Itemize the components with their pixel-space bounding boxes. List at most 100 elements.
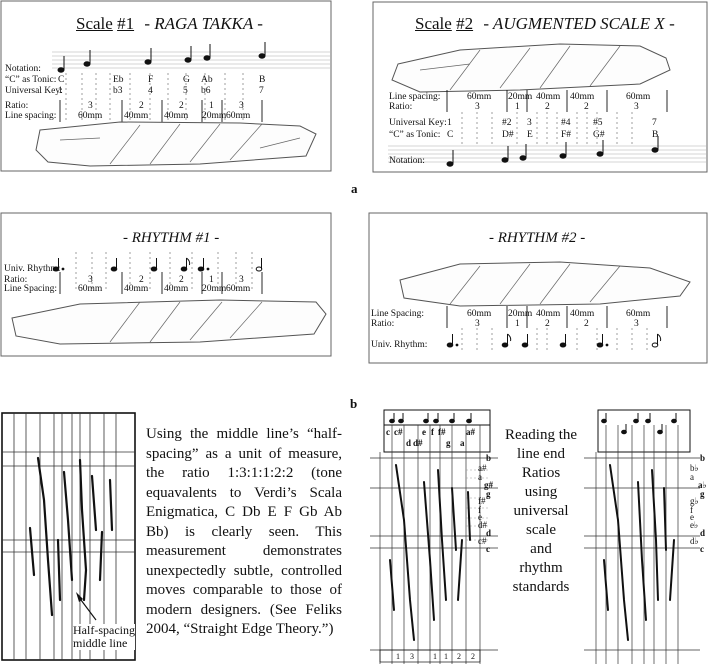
side-note: d#: [478, 520, 487, 530]
s2-c-tonic: E: [527, 130, 533, 140]
r2-line-spacing: 40mm: [570, 309, 595, 319]
rhythm-top-notes: [389, 413, 472, 424]
scale1-title: Scale #1 - RAGA TAKKA -: [76, 14, 263, 34]
rhythm1-title: - RHYTHM #1 -: [123, 230, 220, 246]
side-note: g: [700, 489, 705, 499]
top-note: g: [446, 438, 451, 448]
r2-ratio: 2: [584, 319, 589, 329]
rhythm-notes: [446, 333, 662, 348]
s2-line-spacing-label: Line spacing:: [389, 92, 441, 102]
half-spacing-label: Half-spacing middle line: [73, 624, 135, 650]
r2-line-spacing: 20mm: [508, 309, 533, 319]
s2-ratio: 2: [545, 102, 550, 112]
r2-line-spacing: 60mm: [467, 309, 492, 319]
s1-c-tonic: Eb: [113, 75, 124, 85]
side-note: e: [690, 512, 694, 522]
s1-c-tonic: F: [148, 75, 154, 85]
r2-univ-rhythm-label: Univ. Rhythm:: [371, 340, 428, 350]
top-note: f#: [438, 427, 446, 437]
r1-ratio: 3: [88, 275, 93, 285]
side-note: a♭: [698, 480, 707, 490]
paragraph-right-line: line end: [517, 446, 565, 462]
s1-ratio: 3: [239, 101, 244, 111]
scale1-number: #1: [117, 14, 135, 33]
side-note: c: [486, 544, 490, 554]
s1-ratio: 1: [209, 101, 214, 111]
guide-lines: [461, 112, 633, 145]
r1-line-spacing: 40mm: [164, 284, 189, 294]
figure-label-a: a: [351, 181, 358, 196]
rhythm2-title: - RHYTHM #2 -: [489, 230, 586, 246]
bottom-number: 3: [410, 652, 414, 661]
r2-ratio-label: Ratio:: [371, 319, 395, 329]
s1-c-tonic: Ab: [201, 75, 213, 85]
s2-c-tonic-label: “C” as Tonic:: [389, 130, 441, 140]
r1-line-spacing: 20mm: [202, 284, 227, 294]
top-note: a#: [466, 427, 475, 437]
panel-rhythm-2: [368, 212, 708, 364]
half-spacing-text: Half-spacing: [73, 623, 135, 637]
side-note: f#: [478, 496, 486, 506]
side-note: g♭: [690, 496, 699, 506]
r2-ratio: 2: [545, 319, 550, 329]
incised-marks: [389, 464, 471, 641]
paragraph-right-line: scale: [526, 522, 556, 538]
side-note: b: [700, 453, 706, 463]
side-note: a: [690, 472, 694, 482]
paragraph-right-line: Reading the: [504, 427, 578, 443]
s2-ratio: 3: [475, 102, 480, 112]
bottom-number: 1: [433, 652, 437, 661]
rhythm-top-notes: [601, 413, 677, 435]
s1-univ-key-label: Universal Key:: [5, 86, 63, 96]
ratio-lines: [59, 100, 263, 122]
grid-right-1: [370, 409, 498, 664]
paragraph-right-line: and: [530, 541, 552, 557]
bottom-number: 2: [457, 652, 461, 661]
scale2-number: #2: [456, 14, 474, 33]
s2-c-tonic: D#: [502, 130, 514, 140]
top-note: c: [386, 427, 390, 437]
grid-right-2: [584, 409, 700, 664]
s1-line-spacing: 40mm: [164, 111, 189, 121]
scale2-title: Scale #2 - AUGMENTED SCALE X -: [415, 14, 675, 34]
s2-ratio-label: Ratio:: [389, 102, 413, 112]
s1-notation-label: Notation:: [5, 64, 41, 74]
r1-ratio-label: Ratio:: [4, 275, 28, 285]
s2-line-spacing: 60mm: [467, 92, 492, 102]
r1-line-spacing: 60mm: [78, 284, 103, 294]
s2-univ-key: #2: [502, 118, 512, 128]
side-note: c: [700, 544, 704, 554]
r2-line-spacing-label: Line Spacing:: [371, 309, 425, 319]
grid-left: [1, 412, 136, 661]
r1-ratio: 2: [139, 275, 144, 285]
top-note: a: [460, 438, 465, 448]
s2-notation-label: Notation:: [389, 156, 425, 166]
s2-line-spacing: 40mm: [570, 92, 595, 102]
s1-c-tonic: C: [58, 75, 65, 85]
r2-ratio: 3: [475, 319, 480, 329]
s2-univ-key-label: Universal Key:: [389, 118, 447, 128]
s2-c-tonic: G#: [593, 130, 605, 140]
paragraph-right: Reading the line end Ratios using univer…: [500, 426, 582, 597]
ratio-lines: [446, 306, 668, 328]
paragraph-right-line: rhythm: [519, 560, 563, 576]
panel-scale-2: [372, 1, 708, 173]
s2-univ-key: 1: [447, 118, 452, 128]
s2-c-tonic: F#: [561, 130, 572, 140]
side-note: e♭: [690, 520, 699, 530]
paragraph-right-line: using: [524, 484, 558, 500]
stone-drawing: [11, 299, 327, 345]
s1-univ-key: 5: [183, 86, 188, 96]
side-note: a#: [478, 463, 487, 473]
side-note: b: [486, 453, 492, 463]
s2-univ-key: 7: [652, 118, 657, 128]
top-note: d#: [413, 438, 423, 448]
s2-c-tonic: C: [447, 130, 454, 140]
s1-univ-key: b3: [113, 86, 123, 96]
rhythm-notes: [52, 257, 263, 272]
ratio-lines: [59, 272, 263, 294]
side-note: a: [478, 472, 482, 482]
s2-ratio: 2: [584, 102, 589, 112]
staff-lines: [388, 145, 706, 163]
incised-marks: [28, 456, 114, 617]
